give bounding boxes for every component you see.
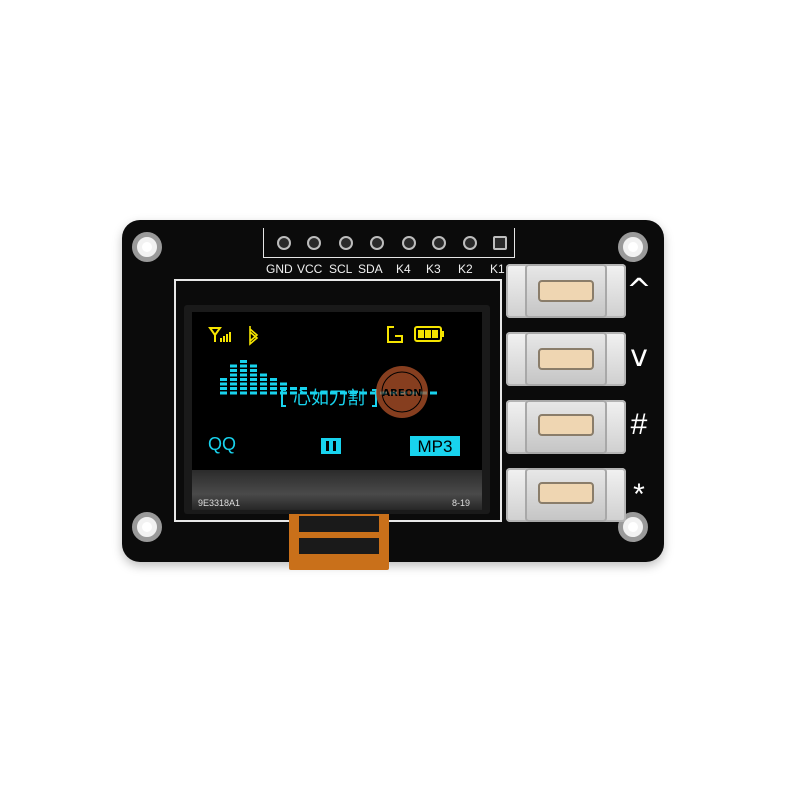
spectrum-bar-segment [370,391,377,395]
button-down-label: v [630,339,648,374]
spectrum-bar-segment [310,391,317,395]
button-k2-cap[interactable] [538,348,594,370]
header-pin [370,236,384,250]
spectrum-bar-segment [260,382,267,386]
format-badge [410,436,460,456]
spectrum-visualizer [220,360,437,395]
header-pin [432,236,446,250]
spectrum-bar-segment [340,391,347,395]
g-mode-icon [387,326,403,343]
mounting-hole [618,232,648,262]
spectrum-bar-segment [250,364,257,368]
spectrum-bar-segment [240,391,247,395]
glass-date: 8-19 [452,498,471,508]
watermark-text: AREON [382,388,421,399]
header-pin [463,236,477,250]
ribbon-band [299,538,379,554]
pin-label-gnd: GND [266,262,293,276]
button-hash-label: # [630,408,648,441]
header-pin [402,236,416,250]
pin-label-k2: K2 [458,262,473,276]
pin-label-k3: K3 [426,262,441,276]
glass-code: 9E3318A1 [198,498,241,508]
button-star-label: * [633,478,645,511]
spectrum-bar-segment [360,391,367,395]
pin-label-k4: K4 [396,262,411,276]
spectrum-bar-segment [350,391,357,395]
spectrum-bar-segment [430,391,437,395]
oled-screen: 心如刀割 QQ MP3 AREON [192,312,482,470]
source-label: QQ [208,434,236,454]
spectrum-bar-segment [250,378,257,381]
spectrum-bar-segment [230,382,237,386]
spectrum-bar-segment [270,378,277,381]
spectrum-bar-segment [330,391,337,395]
title-bracket-right [372,389,377,407]
spectrum-bar-segment [300,387,307,390]
ribbon-band [299,516,379,532]
spectrum-bar-segment [240,382,247,386]
spectrum-bar-segment [250,382,257,386]
button-k3-cap[interactable] [538,414,594,436]
spectrum-bar-segment [240,369,247,372]
spectrum-bar-segment [290,391,297,395]
spectrum-bar-segment [270,391,277,395]
spectrum-bar-segment [270,382,277,386]
spectrum-bar-segment [250,373,257,377]
spectrum-bar-segment [260,387,267,390]
track-title: 心如刀割 [293,388,365,409]
spectrum-bar-segment [230,373,237,377]
spectrum-bar-segment [220,382,227,386]
spectrum-bar-segment [270,387,277,390]
spectrum-bar-segment [290,387,297,390]
pin-label-sda: SDA [358,262,383,276]
spectrum-bar-segment [220,378,227,381]
spectrum-bar-segment [230,387,237,390]
spectrum-bar-segment [240,373,247,377]
spectrum-bar-segment [230,378,237,381]
pin-header-outline [263,228,515,258]
spectrum-bar-segment [230,364,237,368]
watermark-logo: AREON [376,366,428,418]
spectrum-bar-segment [230,369,237,372]
pin-label-vcc: VCC [297,262,323,276]
signal-icon [208,327,231,342]
button-k4-cap[interactable] [538,482,594,504]
spectrum-bar-segment [250,391,257,395]
button-k1-cap[interactable] [538,280,594,302]
header-pin [277,236,291,250]
spectrum-bar-segment [230,391,237,395]
spectrum-bar-segment [320,391,327,395]
spectrum-bar-segment [280,391,287,395]
title-bracket-left [281,389,286,407]
format-label: MP3 [418,437,453,456]
header-pin [307,236,321,250]
spectrum-bar-segment [250,369,257,372]
spectrum-bar-segment [240,360,247,363]
oled-glass-edge [192,470,482,510]
pin-label-k1: K1 [490,262,505,276]
spectrum-bar-segment [240,387,247,390]
spectrum-bar-segment [280,387,287,390]
header-pin [339,236,353,250]
pause-icon [321,438,341,454]
spectrum-bar-segment [260,378,267,381]
bluetooth-icon [249,326,259,346]
spectrum-bar-segment [220,387,227,390]
battery-icon [414,326,444,342]
mounting-hole [132,232,162,262]
pin-label-scl: SCL [329,262,353,276]
button-up-label: ^ [626,273,652,308]
mounting-hole [132,512,162,542]
header-pin-square [493,236,507,250]
spectrum-bar-segment [260,391,267,395]
spectrum-bar-segment [300,391,307,395]
spectrum-bar-segment [240,378,247,381]
spectrum-bar-segment [260,373,267,377]
spectrum-bar-segment [220,391,227,395]
spectrum-bar-segment [250,387,257,390]
spectrum-bar-segment [240,364,247,368]
spectrum-bar-segment [280,382,287,386]
